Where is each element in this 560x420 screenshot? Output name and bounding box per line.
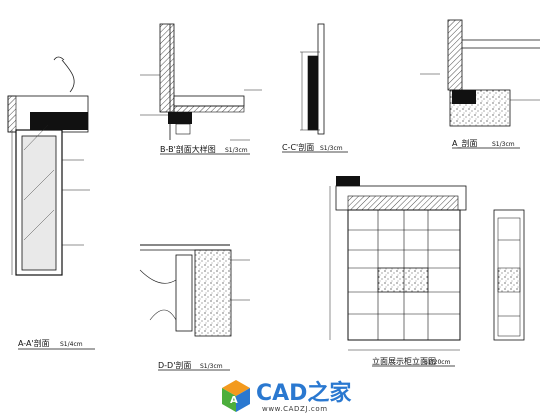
section-a-plan-title: A_剖面 [452, 138, 477, 148]
logo-brand: CAD之家 [256, 380, 352, 406]
section-bb-title: B-B'剖面大样图 [160, 144, 216, 154]
main-elevation-scale: S1/20cm [424, 359, 451, 366]
section-a-plan-scale: S1/3cm [492, 141, 515, 148]
section-aa: A-A'剖面 S1/4cm [7, 56, 95, 350]
section-cc-title: C-C'剖面 [282, 142, 314, 152]
section-bb: B-B'剖面大样图 S1/3cm [140, 23, 262, 155]
svg-text:A: A [230, 395, 238, 406]
section-a-plan: A_剖面 S1/3cm [420, 19, 540, 149]
cube-icon: A [222, 380, 250, 412]
section-dd-scale: S1/3cm [200, 363, 223, 370]
main-elevation: 立面展示柜立面图 S1/20cm [329, 176, 525, 367]
section-bb-scale: S1/3cm [225, 147, 248, 154]
section-dd: D-D'剖面 S1/3cm [139, 244, 250, 371]
section-cc: C-C'剖面 S1/3cm [282, 23, 348, 153]
section-dd-title: D-D'剖面 [158, 360, 191, 370]
logo-url: www.CADZJ.com [262, 405, 328, 413]
section-aa-scale: S1/4cm [60, 341, 83, 348]
cadzj-logo: A CAD之家 www.CADZJ.com [222, 380, 352, 413]
section-cc-scale: S1/3cm [320, 145, 343, 152]
main-elevation-title: 立面展示柜立面图 [372, 356, 436, 366]
section-aa-title: A-A'剖面 [18, 338, 50, 348]
